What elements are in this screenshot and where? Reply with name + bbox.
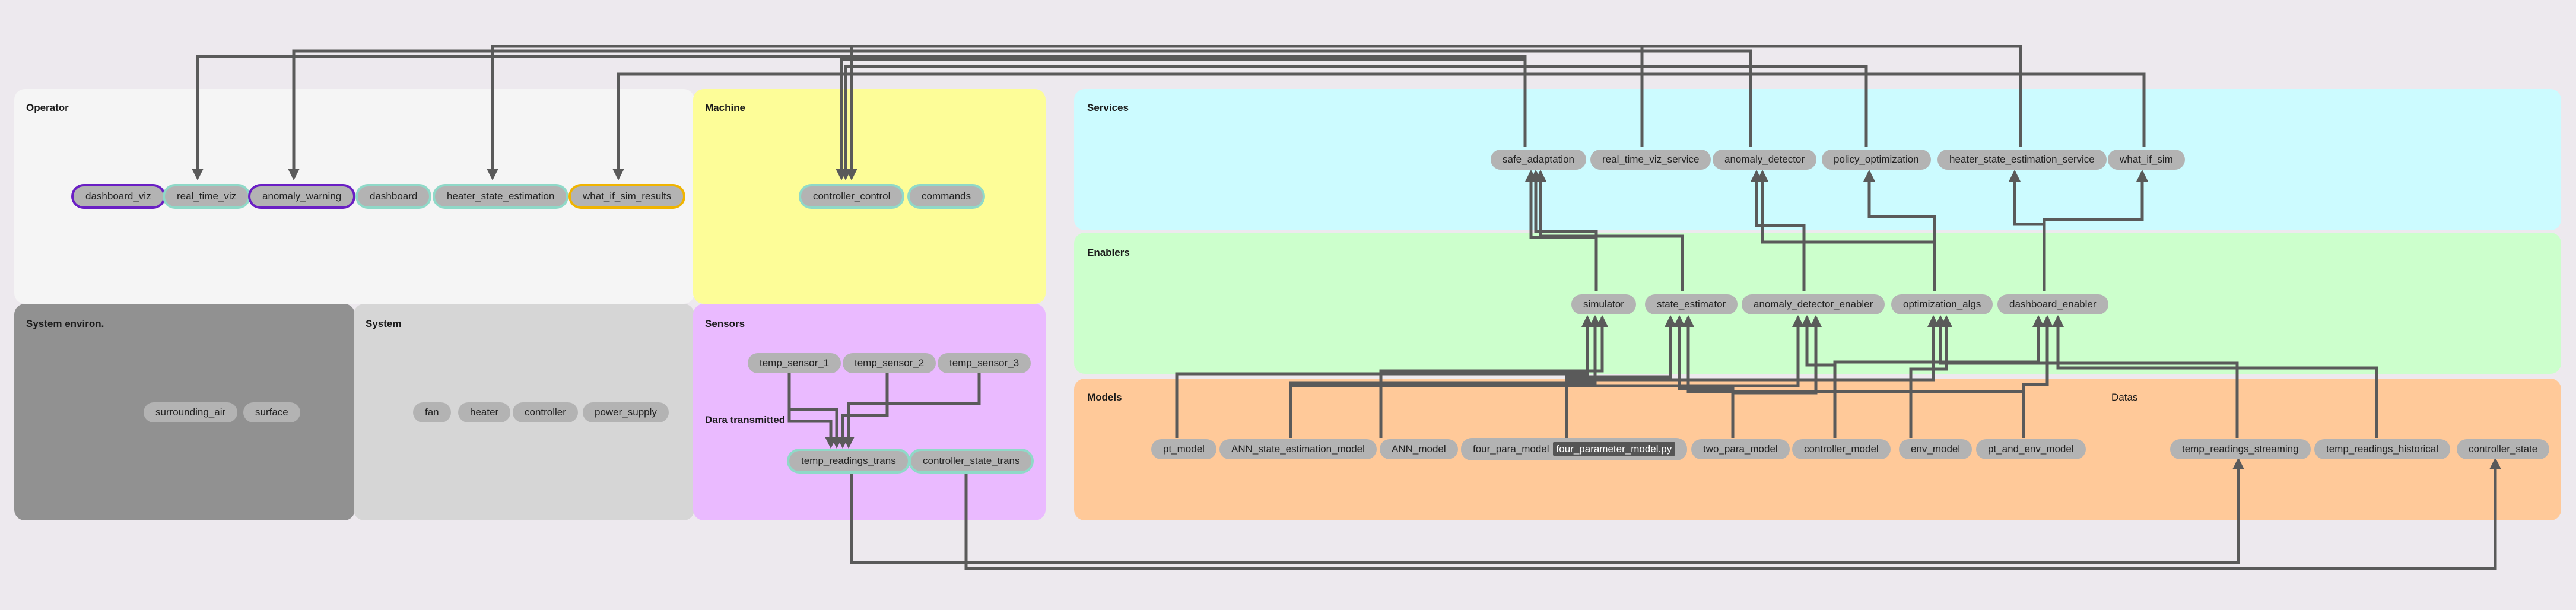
sensors-label: Sensors <box>705 318 745 329</box>
node-what-if-sim-results[interactable]: what_if_sim_results <box>571 186 684 206</box>
system-environ-label: System environ. <box>26 318 104 329</box>
node-controller-state-trans[interactable]: controller_state_trans <box>911 451 1032 471</box>
node-surrounding-air[interactable]: surrounding_air <box>144 402 238 422</box>
node-power-supply[interactable]: power_supply <box>583 402 669 422</box>
node-controller[interactable]: controller <box>513 402 578 422</box>
node-ann-state-estimation-model[interactable]: ANN_state_estimation_model <box>1219 439 1377 459</box>
node-dashboard-enabler[interactable]: dashboard_enabler <box>1997 294 2108 314</box>
sensors-panel <box>693 304 1046 520</box>
node-temp-readings-streaming[interactable]: temp_readings_streaming <box>2170 439 2311 459</box>
node-dashboard[interactable]: dashboard <box>358 186 430 206</box>
node-simulator[interactable]: simulator <box>1571 294 1636 314</box>
node-temp-sensor-2[interactable]: temp_sensor_2 <box>843 353 936 373</box>
node-dashboard-viz[interactable]: dashboard_viz <box>74 186 163 206</box>
node-temp-sensor-3[interactable]: temp_sensor_3 <box>938 353 1031 373</box>
node-controller-state[interactable]: controller_state <box>2457 439 2550 459</box>
node-controller-control[interactable]: controller_control <box>801 186 903 206</box>
node-safe-adaptation[interactable]: safe_adaptation <box>1491 150 1586 170</box>
node-controller-model[interactable]: controller_model <box>1792 439 1891 459</box>
four-para-model-label: four_para_model <box>1473 443 1549 455</box>
operator-label: Operator <box>26 102 69 113</box>
node-optimization-algs[interactable]: optimization_algs <box>1891 294 1993 314</box>
node-pt-model[interactable]: pt_model <box>1151 439 1216 459</box>
node-env-model[interactable]: env_model <box>1899 439 1973 459</box>
enablers-label: Enablers <box>1087 247 1130 258</box>
node-real-time-viz-service[interactable]: real_time_viz_service <box>1590 150 1711 170</box>
data-transmitted-label: Dara transmitted <box>705 414 786 425</box>
services-label: Services <box>1087 102 1129 113</box>
node-state-estimator[interactable]: state_estimator <box>1645 294 1738 314</box>
node-temp-readings-historical[interactable]: temp_readings_historical <box>2314 439 2450 459</box>
node-anomaly-warning[interactable]: anomaly_warning <box>250 186 354 206</box>
four-parameter-model-file-tag[interactable]: four_parameter_model.py <box>1552 442 1676 456</box>
node-temp-readings-trans[interactable]: temp_readings_trans <box>789 451 908 471</box>
node-surface[interactable]: surface <box>243 402 300 422</box>
node-heater-state-estimation[interactable]: heater_state_estimation <box>435 186 567 206</box>
node-anomaly-detector[interactable]: anomaly_detector <box>1713 150 1817 170</box>
machine-label: Machine <box>705 102 746 113</box>
node-anomaly-detector-enabler[interactable]: anomaly_detector_enabler <box>1742 294 1885 314</box>
node-temp-sensor-1[interactable]: temp_sensor_1 <box>748 353 841 373</box>
node-policy-optimization[interactable]: policy_optimization <box>1822 150 1931 170</box>
node-commands[interactable]: commands <box>910 186 983 206</box>
node-ann-model[interactable]: ANN_model <box>1380 439 1458 459</box>
node-what-if-sim[interactable]: what_if_sim <box>2108 150 2185 170</box>
node-two-para-model[interactable]: two_para_model <box>1691 439 1790 459</box>
node-heater[interactable]: heater <box>458 402 511 422</box>
node-fan[interactable]: fan <box>413 402 451 422</box>
datas-label: Datas <box>2111 392 2138 403</box>
system-label: System <box>366 318 402 329</box>
node-pt-and-env-model[interactable]: pt_and_env_model <box>1976 439 2086 459</box>
models-label: Models <box>1087 392 1122 403</box>
services-panel <box>1074 89 2561 230</box>
node-heater-state-estimation-service[interactable]: heater_state_estimation_service <box>1937 150 2107 170</box>
node-real-time-viz[interactable]: real_time_viz <box>165 186 249 206</box>
